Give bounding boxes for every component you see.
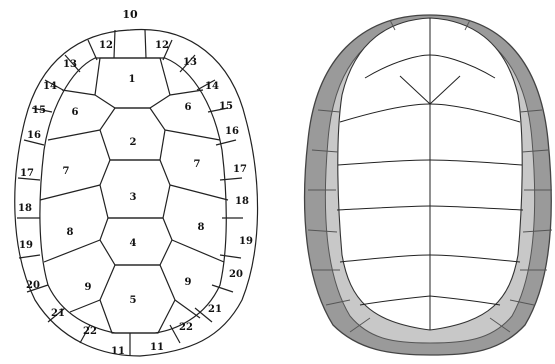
label-marginal-12-right: 12 — [155, 40, 169, 51]
scute-labels: 10 1 2 3 4 5 6 6 7 7 8 8 9 9 11 11 12 12… — [18, 8, 253, 357]
plastron-shaded-diagram — [305, 15, 552, 355]
label-marginal-18-left: 18 — [18, 203, 32, 214]
label-marginal-15-left: 15 — [32, 105, 46, 116]
label-marginal-14-left: 14 — [43, 81, 57, 92]
label-marginal-20-left: 20 — [26, 280, 40, 291]
label-marginal-19-left: 19 — [19, 240, 33, 251]
label-marginal-13-right: 13 — [183, 57, 197, 68]
vertebral-5 — [100, 265, 175, 333]
costal-divider-left-2 — [40, 185, 100, 200]
label-marginal-11-left: 11 — [111, 346, 125, 357]
label-costal-6-left: 6 — [72, 107, 79, 118]
label-marginal-17-right: 17 — [233, 164, 247, 175]
costal-divider-left-1 — [48, 130, 100, 140]
vertebral-3 — [100, 160, 170, 218]
vertebral-2 — [100, 108, 165, 160]
label-costal-7-left: 7 — [63, 166, 70, 177]
label-marginal-17-left: 17 — [20, 168, 34, 179]
label-marginal-16-left: 16 — [27, 130, 41, 141]
costal-divider-left-4 — [70, 300, 100, 312]
label-costal-6-right: 6 — [185, 102, 192, 113]
label-vertebral-1: 1 — [129, 74, 136, 85]
label-vertebral-4: 4 — [130, 238, 137, 249]
label-marginal-16-right: 16 — [225, 126, 239, 137]
label-costal-9-left: 9 — [85, 282, 92, 293]
label-marginal-11-right: 11 — [150, 342, 164, 353]
label-marginal-12-left: 12 — [99, 40, 113, 51]
label-marginal-15-right: 15 — [219, 101, 233, 112]
label-marginal-22-right: 22 — [179, 322, 193, 333]
label-marginal-21-right: 21 — [208, 304, 222, 315]
label-marginal-19-right: 19 — [239, 236, 253, 247]
label-vertebral-3: 3 — [130, 192, 137, 203]
costal-divider-upper-right — [170, 90, 203, 95]
costal-divider-left-3 — [44, 240, 100, 262]
label-vertebral-2: 2 — [130, 137, 137, 148]
label-marginal-21-left: 21 — [51, 308, 65, 319]
label-marginal-20-right: 20 — [229, 269, 243, 280]
label-marginal-18-right: 18 — [235, 196, 249, 207]
label-scute-10: 10 — [122, 8, 138, 21]
label-marginal-22-left: 22 — [83, 326, 97, 337]
costal-divider-right-1 — [165, 130, 220, 140]
label-costal-7-right: 7 — [194, 159, 201, 170]
label-costal-8-left: 8 — [67, 227, 74, 238]
label-costal-9-right: 9 — [185, 277, 192, 288]
costal-divider-upper-left — [62, 90, 95, 95]
label-vertebral-5: 5 — [130, 295, 137, 306]
label-marginal-13-left: 13 — [63, 59, 77, 70]
label-marginal-14-right: 14 — [205, 81, 219, 92]
costal-divider-right-3 — [172, 240, 224, 262]
costal-divider-right-2 — [170, 185, 228, 200]
label-costal-8-right: 8 — [198, 222, 205, 233]
